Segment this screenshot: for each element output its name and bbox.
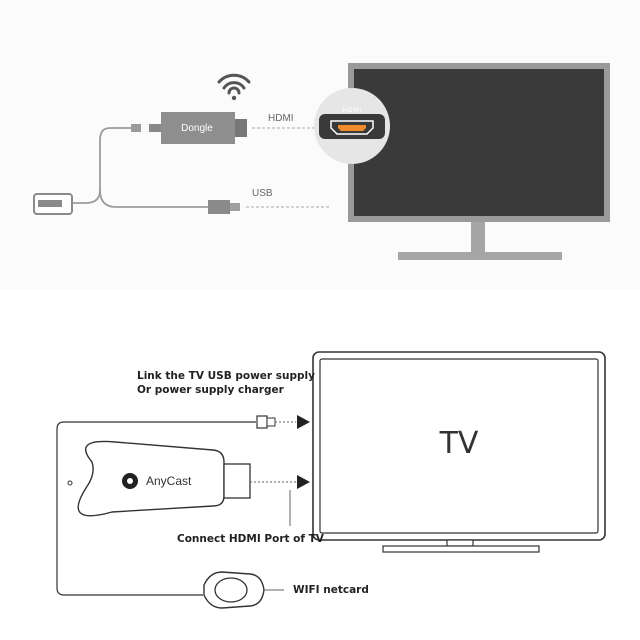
dongle-usb-port [149, 124, 161, 132]
usb-female-connector [33, 193, 73, 215]
dongle-label: Dongle [181, 123, 213, 134]
wifi-netcard [203, 571, 284, 609]
tv-stand [398, 252, 562, 260]
usb-female-slot [38, 200, 62, 207]
micro-usb-plug [131, 124, 141, 132]
wifi-netcard-ring [214, 577, 248, 603]
anycast-body [77, 440, 225, 517]
usb-plug-body [256, 415, 268, 429]
tv-monitor [348, 63, 610, 260]
hdmi-port-contact-icon [338, 125, 366, 131]
top-diagram: HDMI Dongle [33, 63, 610, 260]
usb-cable [56, 421, 256, 596]
chrome-logo-center [127, 478, 133, 484]
anycast-cable-joint [67, 480, 73, 486]
dongle-body [161, 112, 235, 144]
usb-y-cable [72, 127, 210, 208]
anycast-label: AnyCast [146, 474, 192, 488]
usb-label: USB [252, 188, 273, 199]
usb-a-tip [230, 203, 240, 211]
anycast-dongle: AnyCast [67, 440, 251, 517]
hdmi-port-icon [330, 120, 374, 135]
usb-plug-tip [266, 417, 276, 427]
wifi-netcard-label: WIFI netcard [293, 584, 369, 596]
tv-outline: TV [312, 351, 606, 553]
usb-plug-connector [256, 415, 276, 429]
hdmi-port-label: Connect HDMI Port of TV [177, 533, 325, 545]
tv-neck [471, 222, 485, 252]
hdmi-port-badge: HDMI [314, 88, 390, 164]
bottom-diagram-panel: TV Link the TV USB power supply Or power… [0, 290, 640, 640]
wifi-icon [217, 73, 251, 101]
top-diagram-panel: HDMI Dongle [0, 0, 640, 290]
port-badge-label: HDMI [342, 106, 361, 114]
tv-stand-outline [382, 545, 540, 553]
dongle-device: Dongle [149, 112, 247, 144]
hdmi-arrow-icon [297, 475, 310, 489]
usb-arrow-icon [297, 415, 310, 429]
bottom-diagram: TV Link the TV USB power supply Or power… [56, 351, 606, 609]
usb-power-label-line2: Or power supply charger [137, 384, 285, 396]
tv-label: TV [439, 426, 479, 461]
usb-power-label-line1: Link the TV USB power supply [137, 370, 315, 382]
usb-a-plug [208, 200, 240, 214]
tv-inner-screen [319, 358, 599, 534]
usb-a-body [208, 200, 230, 214]
anycast-hdmi-plug [223, 463, 251, 499]
hdmi-label: HDMI [268, 113, 294, 124]
tv-screen [354, 69, 604, 216]
dongle-hdmi-plug [235, 119, 247, 137]
tv-neck-outline [446, 539, 474, 547]
